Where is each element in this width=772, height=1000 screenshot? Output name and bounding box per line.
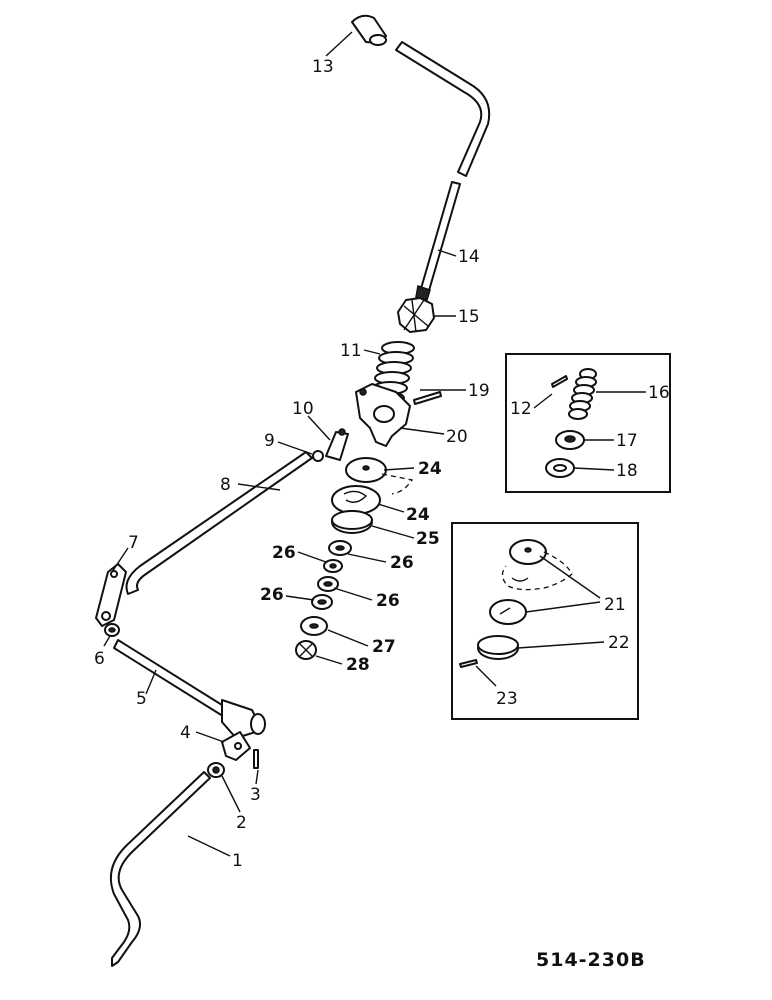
washer-part-17: [555, 430, 585, 450]
disc-part-25: [331, 510, 373, 534]
rod-part-8: [125, 451, 313, 595]
callout-16: 16: [648, 383, 670, 403]
callout-9: 9: [264, 431, 275, 451]
pin-part-23: [459, 659, 478, 668]
nut-part-2: [207, 762, 225, 778]
callout-6: 6: [94, 649, 105, 669]
hidden-detail: [511, 577, 529, 582]
shift-lever-part-14: [395, 41, 491, 301]
callout-19: 19: [468, 381, 490, 401]
callout-24-b: 24: [406, 505, 430, 525]
hidden-outline-2: [501, 551, 573, 591]
pin-part-19: [413, 391, 442, 405]
callout-1: 1: [232, 851, 243, 871]
nut-part-6: [104, 623, 120, 637]
hidden-outline: [381, 473, 414, 495]
lever-part-7: [95, 563, 127, 627]
callout-4: 4: [180, 723, 191, 743]
inset-box-upper: [505, 353, 671, 493]
callout-7: 7: [128, 533, 139, 553]
washer-part-18: [545, 458, 575, 478]
disc-part-22: [477, 635, 519, 660]
clip-part-9: [312, 450, 324, 462]
washer-part-26-b: [323, 559, 343, 573]
callout-20: 20: [446, 427, 468, 447]
callout-26-d: 26: [376, 591, 400, 611]
callout-26-c: 26: [260, 585, 284, 605]
callout-14: 14: [458, 247, 480, 267]
disc-part-21-lower: [489, 599, 527, 625]
spring-part-16: [568, 368, 597, 420]
clevis-part-4: [221, 731, 251, 761]
drawing-code: 514-230B: [536, 949, 646, 971]
washer-part-26-d: [311, 594, 333, 610]
callout-12: 12: [510, 399, 532, 419]
washer-part-26-a: [328, 540, 352, 556]
pin-part-10: [325, 428, 349, 461]
callout-22: 22: [608, 633, 630, 653]
pin-part-12: [551, 375, 568, 388]
callout-2: 2: [236, 813, 247, 833]
washer-part-27: [300, 616, 328, 636]
callout-24-a: 24: [418, 459, 442, 479]
washer-part-26-c: [317, 576, 339, 592]
callout-3: 3: [250, 785, 261, 805]
callout-17: 17: [616, 431, 638, 451]
nut-part-15: [397, 297, 435, 333]
callout-26-b: 26: [390, 553, 414, 573]
callout-10: 10: [292, 399, 314, 419]
callout-11: 11: [340, 341, 362, 361]
callout-8: 8: [220, 475, 231, 495]
callout-27: 27: [372, 637, 396, 657]
disc-part-21-upper: [509, 539, 547, 565]
nut-part-28: [295, 640, 317, 660]
shaft-part-5: [113, 639, 266, 739]
callout-18: 18: [616, 461, 638, 481]
callout-28: 28: [346, 655, 370, 675]
pin-part-3: [253, 749, 259, 769]
callout-23: 23: [496, 689, 518, 709]
bracket-part-20: [355, 383, 411, 447]
callout-13: 13: [312, 57, 334, 77]
leader-lines: [103, 31, 646, 857]
inset-box-lower: [451, 522, 639, 720]
disc-part-24-upper: [345, 457, 387, 483]
callout-21: 21: [604, 595, 626, 615]
callout-26-a: 26: [272, 543, 296, 563]
knob-part-13: [351, 14, 387, 46]
callout-15: 15: [458, 307, 480, 327]
callout-5: 5: [136, 689, 147, 709]
disc-part-24-lower: [331, 485, 381, 515]
rod-part-1: [110, 771, 211, 967]
callout-25: 25: [416, 529, 440, 549]
